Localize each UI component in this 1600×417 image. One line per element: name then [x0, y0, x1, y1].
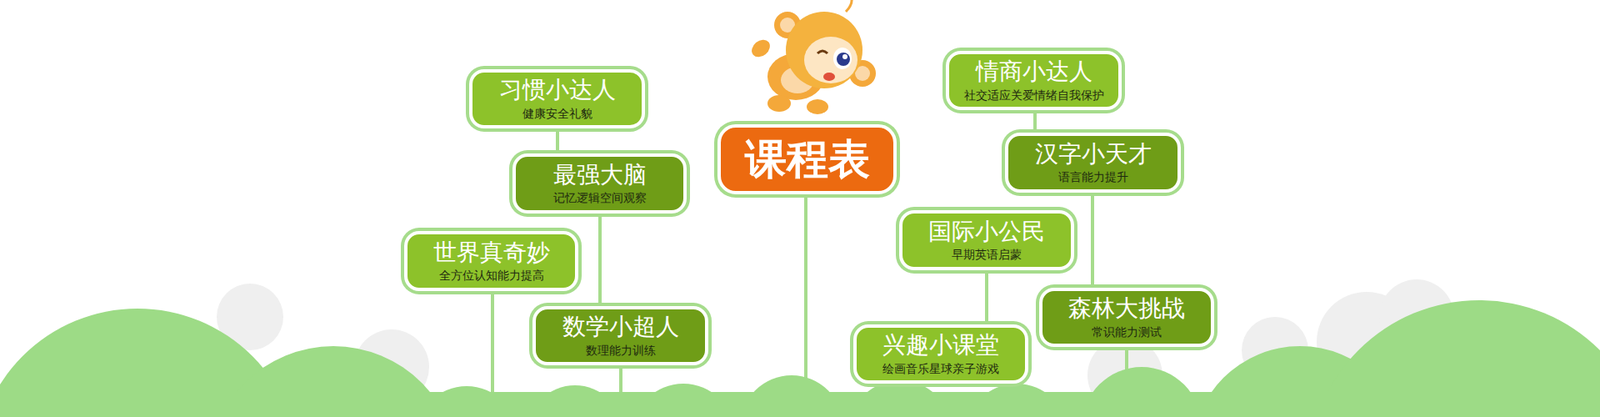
connector-line — [985, 270, 989, 325]
course-name: 数学小超人 — [562, 313, 680, 340]
course-box: 最强大脑记忆逻辑空间观察 — [512, 153, 687, 214]
course-subtitle: 数理能力训练 — [585, 342, 656, 358]
course-name: 汉字小天才 — [1035, 140, 1152, 168]
course-box: 习惯小达人健康安全礼貌 — [469, 69, 645, 129]
course-name: 课程表 — [745, 134, 870, 185]
course-subtitle: 健康安全礼貌 — [522, 105, 593, 121]
course-box: 数学小超人数理能力训练 — [532, 305, 709, 365]
ground-lines — [492, 183, 1127, 392]
connector-line — [1033, 110, 1037, 133]
course-name: 国际小公民 — [928, 218, 1045, 245]
hills — [0, 300, 1600, 417]
course-name: 世界真奇妙 — [433, 239, 550, 266]
connector-line — [1090, 192, 1095, 288]
course-subtitle: 社交适应关爱情绪自我保护 — [964, 87, 1105, 103]
title-box: 课程表 — [717, 124, 897, 195]
connector-line — [555, 128, 560, 154]
monkey-mascot — [748, 0, 876, 115]
course-name: 习惯小达人 — [499, 76, 616, 104]
connector-line — [598, 213, 602, 306]
course-subtitle: 绘画音乐星球亲子游戏 — [882, 360, 1000, 376]
course-subtitle: 早期英语启蒙 — [951, 246, 1022, 262]
course-box: 兴趣小课堂绘画音乐星球亲子游戏 — [853, 324, 1029, 384]
course-subtitle: 记忆逻辑空间观察 — [553, 190, 647, 205]
course-box: 世界真奇妙全方位认知能力提高 — [404, 230, 579, 291]
course-subtitle: 常识能力测试 — [1091, 324, 1162, 340]
course-subtitle: 语言能力提升 — [1058, 169, 1129, 185]
course-subtitle: 全方位认知能力提高 — [439, 267, 545, 283]
course-box: 国际小公民早期英语启蒙 — [899, 210, 1075, 270]
course-box: 情商小达人社交适应关爱情绪自我保护 — [945, 50, 1122, 110]
course-name: 情商小达人 — [975, 58, 1093, 85]
course-box: 汉字小天才语言能力提升 — [1005, 132, 1181, 193]
course-name: 最强大脑 — [553, 161, 647, 189]
course-name: 兴趣小课堂 — [882, 331, 1000, 359]
course-name: 森林大挑战 — [1068, 295, 1185, 322]
course-box: 森林大挑战常识能力测试 — [1039, 287, 1215, 347]
